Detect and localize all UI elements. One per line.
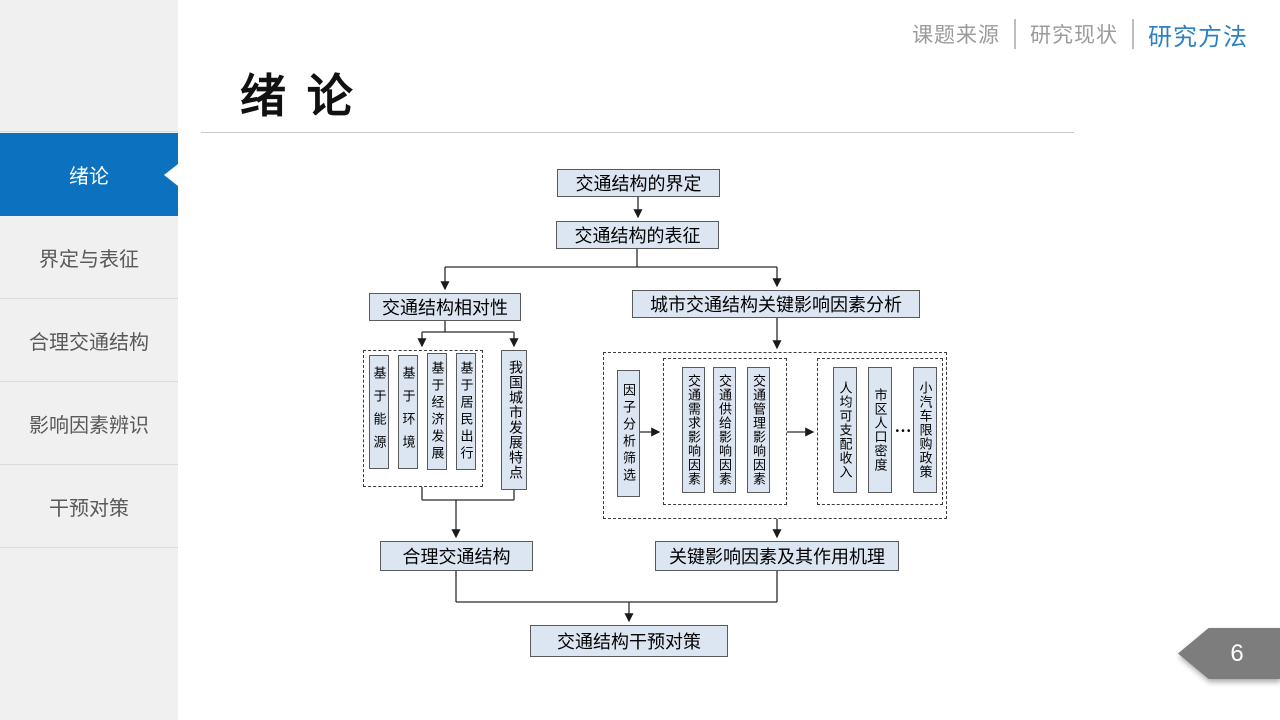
sidebar-item-reasonable-structure[interactable]: 合理交通结构 (0, 299, 178, 382)
title-underline (201, 132, 1074, 133)
page-number: 6 (1230, 639, 1244, 667)
flow-vbox-energy-based: 基于能源 (369, 355, 389, 469)
flow-vbox-population-density: 市区人口密度 (868, 367, 892, 493)
nav-separator (1132, 19, 1134, 49)
flow-box-structure-relativity: 交通结构相对性 (369, 293, 521, 321)
flow-vbox-environment-based: 基于环境 (398, 355, 418, 469)
flow-vbox-management-factors: 交通管理影响因素 (747, 367, 770, 493)
sidebar-item-label: 界定与表征 (39, 248, 139, 271)
flow-box-reasonable-structure: 合理交通结构 (380, 541, 533, 571)
sidebar-item-label: 影响因素辨识 (29, 414, 149, 437)
top-nav: 课题来源 研究现状 研究方法 (912, 16, 1248, 52)
flow-vbox-disposable-income: 人均可支配收入 (833, 367, 857, 493)
tab-topic-source[interactable]: 课题来源 (912, 24, 1000, 47)
flow-box-structure-characterization: 交通结构的表征 (556, 221, 719, 249)
tab-research-status[interactable]: 研究现状 (1030, 24, 1118, 47)
flow-vbox-economy-based: 基于经济发展 (427, 353, 447, 470)
flow-box-intervention-countermeasures: 交通结构干预对策 (530, 625, 728, 657)
sidebar-item-factor-identification[interactable]: 影响因素辨识 (0, 382, 178, 465)
flow-ellipsis: ··· (894, 421, 912, 440)
flow-vbox-car-purchase-policy: 小汽车限购政策 (913, 367, 937, 493)
page-title: 绪 论 (240, 70, 357, 122)
nav-separator (1014, 19, 1016, 49)
flow-box-key-factors-mechanism: 关键影响因素及其作用机理 (655, 541, 899, 571)
flow-vbox-factor-screening: 因子分析筛选 (617, 370, 640, 497)
flow-box-key-factor-analysis: 城市交通结构关键影响因素分析 (632, 290, 920, 318)
sidebar: 绪论 界定与表征 合理交通结构 影响因素辨识 干预对策 (0, 0, 178, 720)
sidebar-item-label: 干预对策 (49, 497, 129, 520)
sidebar-item-introduction[interactable]: 绪论 (0, 133, 178, 216)
page-number-banner: 6 (1178, 628, 1280, 679)
flow-vbox-supply-factors: 交通供给影响因素 (713, 367, 736, 493)
flow-dashed-subgroup-examples (817, 358, 943, 505)
flow-vbox-resident-travel-based: 基于居民出行 (456, 353, 476, 470)
sidebar-item-definition[interactable]: 界定与表征 (0, 216, 178, 299)
flow-vbox-demand-factors: 交通需求影响因素 (682, 367, 705, 493)
flow-vbox-china-city-development: 我国城市发展特点 (501, 350, 527, 490)
flow-dashed-subgroup-factor-types (663, 358, 787, 505)
sidebar-item-label: 绪论 (69, 166, 109, 188)
tab-research-method[interactable]: 研究方法 (1148, 23, 1248, 51)
sidebar-item-intervention[interactable]: 干预对策 (0, 465, 178, 548)
sidebar-item-label: 合理交通结构 (29, 331, 149, 354)
flow-box-structure-definition: 交通结构的界定 (557, 169, 720, 197)
flow-dashed-group-basis (363, 350, 483, 487)
sidebar-divider (0, 131, 178, 132)
flow-dashed-group-factor-analysis (603, 352, 947, 519)
